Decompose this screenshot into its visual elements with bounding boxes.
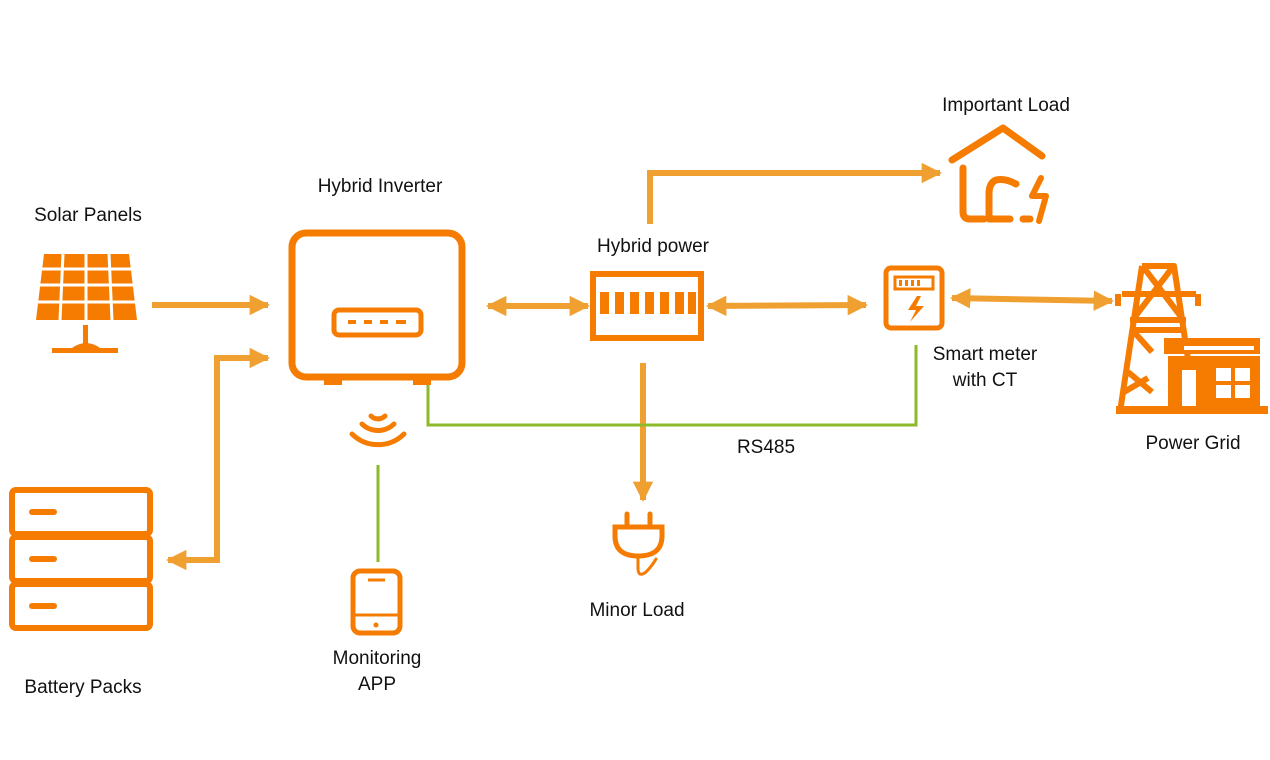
- smart-meter-label-line2: with CT: [952, 370, 1018, 391]
- solar-panels-label: Solar Panels: [34, 205, 142, 226]
- data-connectors: [376, 345, 918, 562]
- monitoring-app-label-line1: Monitoring: [333, 648, 422, 669]
- hybrid-inverter-label: Hybrid Inverter: [318, 176, 443, 197]
- hybrid-power-label: Hybrid power: [597, 236, 710, 257]
- rs485-line: [426, 345, 918, 427]
- minor-load-label: Minor Load: [589, 600, 684, 621]
- smartphone-icon: [350, 568, 403, 636]
- battery-stack-icon: [9, 487, 153, 631]
- solar-panel-icon: [36, 253, 137, 353]
- rs485-label: RS485: [737, 437, 795, 458]
- hybridpower-meter-arrow: [705, 294, 869, 317]
- monitoring-app-label-line2: APP: [358, 674, 396, 695]
- smart-meter-icon: [883, 265, 945, 331]
- distribution-box-icon: [590, 271, 704, 341]
- power-grid-label: Power Grid: [1145, 433, 1240, 454]
- power-tower-icon: [1115, 263, 1268, 414]
- power-connectors: [152, 162, 1115, 571]
- meter-grid-arrow: [949, 288, 1115, 311]
- house-icon: [948, 124, 1049, 224]
- plug-icon: [612, 511, 665, 576]
- smart-meter-label-line1: Smart meter: [933, 344, 1038, 365]
- battery-inverter-arrow: [165, 347, 271, 571]
- important-load-label: Important Load: [942, 95, 1070, 116]
- battery-packs-label: Battery Packs: [24, 677, 141, 698]
- inverter-icon: [288, 229, 466, 385]
- hybridpower-to-important-load-arrow: [647, 162, 943, 224]
- wifi-icon: [349, 413, 407, 448]
